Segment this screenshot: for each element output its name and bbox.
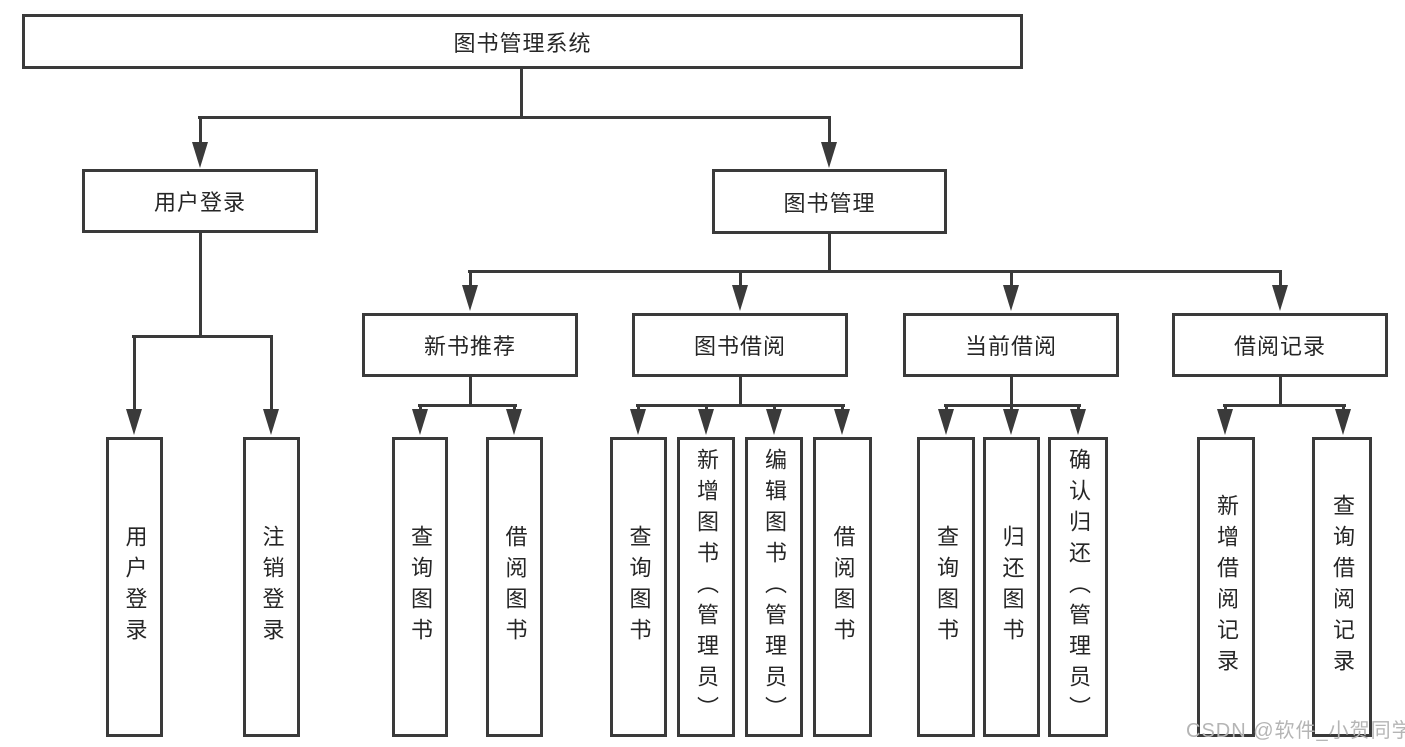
leaf-current-return: 归还图书 [983,437,1040,737]
arrowhead-to-new-book-recommend [462,285,478,311]
connector-book-borrow-trunk [739,377,742,406]
connector-new-book-recommend-horizontal [418,404,517,407]
leaf-record-add: 新增借阅记录 [1197,437,1255,737]
leaf-record-query: 查询借阅记录 [1312,437,1372,737]
arrowhead-to-book-borrow [732,285,748,311]
leaf-current-query: 查询图书 [917,437,975,737]
node-current-borrow: 当前借阅 [903,313,1119,377]
node-book-borrow: 图书借阅 [632,313,848,377]
leaf-newbook-query-label: 查询图书 [408,525,433,649]
leaf-borrow-borrow-book: 借阅图书 [813,437,872,737]
node-root: 图书管理系统 [22,14,1023,69]
arrowhead-to-current-query [938,409,954,435]
leaf-current-return-label: 归还图书 [999,525,1025,649]
connector-user-login-trunk [199,233,202,337]
connector-stub-leaf-logout [270,337,273,413]
leaf-borrow-add-book-label: 新增图书（管理员） [694,447,719,727]
arrowhead-to-current-confirm [1070,409,1086,435]
csdn-watermark: CSDN @软件_小贺同学 [1186,720,1405,742]
connector-current-borrow-trunk [1010,377,1013,406]
arrowhead-to-newbook-borrow [506,409,522,435]
connector-stub-new-book-recommend [469,272,472,290]
arrowhead-to-leaf-user-login [126,409,142,435]
leaf-borrow-add-book: 新增图书（管理员） [677,437,735,737]
node-current-borrow-label: 当前借阅 [964,334,1057,359]
node-new-book-recommend: 新书推荐 [362,313,578,377]
connector-borrow-record-trunk [1279,377,1282,406]
connector-borrow-record-horizontal [1223,404,1346,407]
leaf-record-query-label: 查询借阅记录 [1330,494,1355,680]
leaf-newbook-borrow: 借阅图书 [486,437,543,737]
leaf-current-confirm-return-label: 确认归还（管理员） [1066,447,1091,727]
node-root-label: 图书管理系统 [453,30,592,56]
connector-stub-current-borrow [1010,272,1013,290]
leaf-logout-label: 注销登录 [259,525,285,649]
arrowhead-to-book-management [821,142,837,168]
node-borrow-record-label: 借阅记录 [1233,334,1326,359]
connector-user-login-horizontal [132,335,273,338]
leaf-logout: 注销登录 [243,437,300,737]
arrowhead-to-borrow-add [698,409,714,435]
leaf-current-confirm-return: 确认归还（管理员） [1048,437,1108,737]
connector-stub-book-borrow [739,272,742,290]
connector-book-borrow-horizontal [636,404,845,407]
connector-stub-book-management [828,118,831,146]
arrowhead-to-leaf-logout [263,409,279,435]
leaf-user-login-label: 用户登录 [122,525,148,649]
leaf-user-login: 用户登录 [106,437,163,737]
connector-new-book-recommend-trunk [469,377,472,406]
node-book-management: 图书管理 [712,169,947,234]
leaf-borrow-edit-book: 编辑图书（管理员） [745,437,803,737]
arrowhead-to-borrow-record [1272,285,1288,311]
arrowhead-to-borrow-borrow [834,409,850,435]
arrowhead-to-borrow-query [630,409,646,435]
node-book-management-label: 图书管理 [783,190,876,216]
node-user-login-label: 用户登录 [153,190,246,215]
node-user-login: 用户登录 [82,169,318,233]
arrowhead-to-newbook-query [412,409,428,435]
leaf-borrow-borrow-book-label: 借阅图书 [830,525,856,649]
arrowhead-to-record-query [1335,409,1351,435]
leaf-borrow-edit-book-label: 编辑图书（管理员） [762,447,787,727]
connector-book-management-trunk [828,234,831,272]
leaf-newbook-borrow-label: 借阅图书 [502,525,528,649]
node-new-book-recommend-label: 新书推荐 [423,334,516,359]
arrowhead-to-current-return [1003,409,1019,435]
connector-current-borrow-horizontal [944,404,1081,407]
arrowhead-to-borrow-edit [766,409,782,435]
leaf-newbook-query: 查询图书 [392,437,448,737]
arrowhead-to-current-borrow [1003,285,1019,311]
connector-root-horizontal [198,116,831,119]
connector-root-trunk [520,69,523,119]
connector-stub-user-login [199,118,202,146]
leaf-current-query-label: 查询图书 [934,525,959,649]
node-book-borrow-label: 图书借阅 [693,334,786,359]
arrowhead-to-user-login [192,142,208,168]
leaf-borrow-query: 查询图书 [610,437,667,737]
node-borrow-record: 借阅记录 [1172,313,1388,377]
connector-level3-horizontal [468,270,1282,273]
leaf-borrow-query-label: 查询图书 [626,525,652,649]
connector-stub-borrow-record [1279,272,1282,290]
arrowhead-to-record-add [1217,409,1233,435]
connector-stub-leaf-user-login [133,337,136,413]
leaf-record-add-label: 新增借阅记录 [1214,494,1239,680]
